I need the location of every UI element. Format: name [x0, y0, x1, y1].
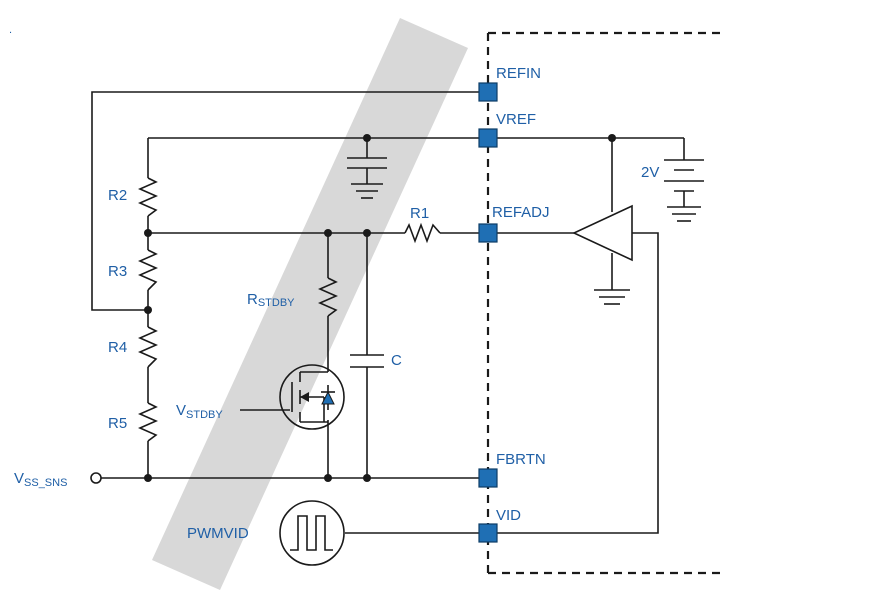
label-refin: REFIN [496, 65, 541, 82]
resistor-rstdby [318, 277, 338, 317]
pin-fbrtn [478, 468, 498, 488]
junction-dot [144, 306, 152, 314]
resistor-r3 [138, 249, 158, 291]
label-r5: R5 [108, 415, 127, 432]
resistor-r1 [404, 222, 441, 244]
label-r1: R1 [410, 205, 429, 222]
label-r4: R4 [108, 339, 127, 356]
label-r2: R2 [108, 187, 127, 204]
ic-area [488, 33, 728, 573]
label-battery-2v: 2V [641, 164, 659, 181]
label-pwmvid: PWMVID [187, 525, 249, 542]
pin-refin [478, 82, 498, 102]
junction-dot [363, 229, 371, 237]
resistor-r2 [138, 177, 158, 217]
junction-dot [363, 134, 371, 142]
label-r3: R3 [108, 263, 127, 280]
vref-ground-cap [347, 157, 387, 199]
junction-dot [324, 229, 332, 237]
battery-2v [664, 159, 704, 222]
pin-refadj [478, 223, 498, 243]
label-rstdby: RSTDBY [247, 291, 295, 309]
vss-sns-terminal [90, 472, 102, 484]
junction-dot [144, 474, 152, 482]
junction-dot [144, 229, 152, 237]
mosfet [279, 364, 345, 430]
label-fbrtn: FBRTN [496, 451, 546, 468]
pin-vid [478, 523, 498, 543]
label-vref: VREF [496, 111, 536, 128]
resistor-r4 [138, 326, 158, 368]
capacitor-c [350, 354, 384, 368]
ic-pins [478, 82, 498, 543]
amp-ground [594, 289, 630, 305]
amplifier [572, 204, 633, 262]
pwmvid-source [279, 500, 345, 566]
label-vss-sns: VSS_SNS [14, 470, 67, 489]
wires [91, 91, 685, 534]
resistor-r5 [138, 402, 158, 442]
label-cap-c: C [391, 352, 402, 369]
junction-dot [363, 474, 371, 482]
junction-dot [324, 474, 332, 482]
watermark [152, 18, 468, 590]
labels: REFIN VREF REFADJ FBRTN VID R1 R2 R3 R4 … [14, 65, 659, 542]
label-vid: VID [496, 507, 521, 524]
corner-mark: . [9, 24, 12, 36]
label-vstdby: VSTDBY [176, 402, 223, 421]
junctions [144, 134, 616, 482]
junction-dot [608, 134, 616, 142]
label-refadj: REFADJ [492, 204, 550, 221]
pin-vref [478, 128, 498, 148]
